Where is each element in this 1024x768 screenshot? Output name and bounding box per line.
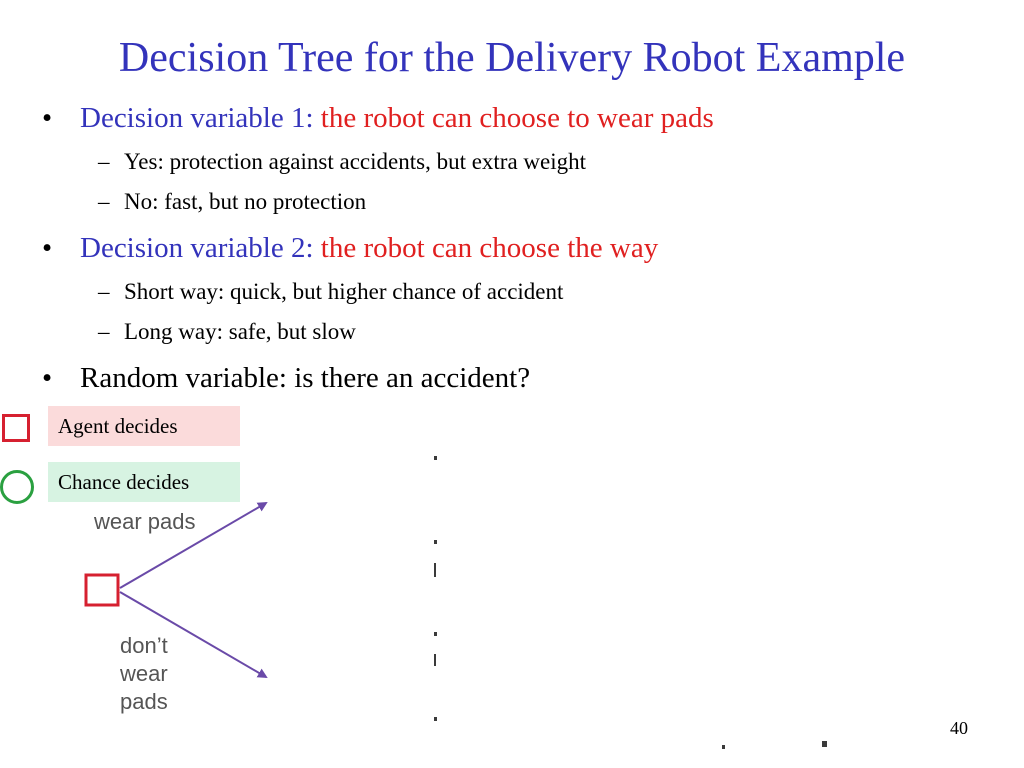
- sub-bullet-text: No: fast, but no protection: [124, 189, 367, 214]
- bullet-decision-variable-1: • Decision variable 1: the robot can cho…: [40, 98, 1010, 138]
- bullet-glyph: •: [42, 362, 53, 394]
- branch-label-wear-pads: wear pads: [94, 509, 196, 534]
- sub-bullet-text: Long way: safe, but slow: [124, 319, 356, 344]
- cropped-fragment: [722, 745, 725, 749]
- page-number: 40: [950, 718, 968, 738]
- cropped-fragment: [822, 741, 827, 747]
- decision-node-legend-icon: [2, 414, 30, 442]
- bullet-random-variable: • Random variable: is there an accident?: [40, 358, 1010, 398]
- bullet-head: Decision variable 2: [80, 232, 306, 264]
- sub-bullet-long-way: – Long way: safe, but slow: [40, 312, 1010, 352]
- chance-node-legend-icon: [0, 470, 34, 504]
- sub-bullet-no: – No: fast, but no protection: [40, 182, 1010, 222]
- legend-agent-decides: Agent decides: [48, 406, 240, 446]
- legend-chance-decides: Chance decides: [48, 462, 240, 502]
- sub-bullet-short-way: – Short way: quick, but higher chance of…: [40, 272, 1010, 312]
- dash-glyph: –: [98, 279, 110, 304]
- sub-bullet-text: Yes: protection against accidents, but e…: [124, 149, 587, 174]
- bullet-glyph: •: [42, 232, 53, 264]
- label-line: don’t: [120, 633, 168, 658]
- decision-node-square: [84, 573, 120, 607]
- bullet-head: Decision variable 1: [80, 102, 306, 134]
- bullet-list: • Decision variable 1: the robot can cho…: [40, 98, 1010, 398]
- bullet-description: the robot can choose the way: [320, 232, 659, 264]
- branch-arrow-dont-wear-pads: [119, 591, 268, 679]
- bullet-description: the robot can choose to wear pads: [320, 102, 714, 134]
- bullet-glyph: •: [42, 102, 53, 134]
- branch-label-dont-wear-pads: don’t wear pads: [120, 632, 200, 716]
- cropped-fragment: [434, 563, 436, 577]
- cropped-fragment: [434, 717, 437, 721]
- dash-glyph: –: [98, 189, 110, 214]
- cropped-fragment: [434, 456, 437, 460]
- dash-glyph: –: [98, 149, 110, 174]
- sub-bullet-yes: – Yes: protection against accidents, but…: [40, 142, 1010, 182]
- cropped-fragment: [434, 654, 436, 666]
- label-line: wear: [120, 661, 168, 686]
- dash-glyph: –: [98, 319, 110, 344]
- bullet-decision-variable-2: • Decision variable 2: the robot can cho…: [40, 228, 1010, 268]
- label-line: pads: [120, 689, 168, 714]
- bullet-colon: :: [305, 232, 314, 264]
- slide-title: Decision Tree for the Delivery Robot Exa…: [118, 35, 906, 81]
- branch-arrow-wear-pads: [119, 501, 268, 589]
- cropped-fragment: [434, 540, 437, 544]
- bullet-text: Random variable: is there an accident?: [80, 362, 531, 394]
- bullet-colon: :: [305, 102, 314, 134]
- sub-bullet-text: Short way: quick, but higher chance of a…: [124, 279, 564, 304]
- cropped-fragment: [434, 632, 437, 636]
